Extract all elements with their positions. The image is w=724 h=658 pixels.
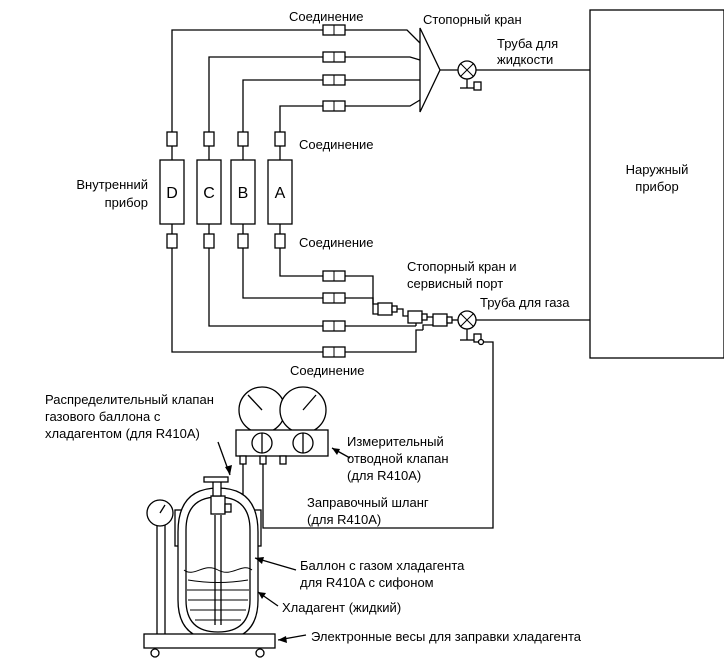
indoor-unit-label-line2: прибор bbox=[105, 195, 148, 210]
manifold-gauge bbox=[235, 386, 329, 465]
label-liquid-pipe-line1: Труба для bbox=[497, 36, 558, 51]
label-cylinder-line1: Баллон с газом хладагента bbox=[300, 558, 465, 573]
indoor-unit-letter-b: B bbox=[238, 185, 249, 202]
leader-arrows bbox=[217, 441, 351, 643]
label-connection-top: Соединение bbox=[289, 9, 364, 24]
indoor-unit-letter-c: C bbox=[203, 185, 215, 202]
indoor-unit-letter-d: D bbox=[166, 185, 178, 202]
charging-hose-gas bbox=[262, 341, 494, 529]
liquid-pipes bbox=[166, 24, 590, 160]
label-gas-pipe: Труба для газа bbox=[480, 295, 570, 310]
label-hose-line1: Заправочный шланг bbox=[307, 495, 429, 510]
label-stop-valve: Стопорный кран bbox=[423, 12, 522, 27]
label-distribution-valve-line1: Распределительный клапан bbox=[45, 392, 214, 407]
outdoor-unit-label-line2: прибор bbox=[635, 179, 678, 194]
gas-pipes bbox=[166, 224, 590, 358]
label-connection-lower: Соединение bbox=[299, 235, 374, 250]
outdoor-unit-label-line1: Наружный bbox=[626, 162, 689, 177]
indoor-unit-label-line1: Внутренний bbox=[76, 177, 148, 192]
electronic-scales bbox=[143, 499, 276, 658]
label-manifold-line2: отводной клапан bbox=[347, 451, 449, 466]
refrigerant-cylinder bbox=[174, 476, 262, 641]
label-distribution-valve-line2: газового баллона с bbox=[45, 409, 161, 424]
outdoor-unit: Наружный прибор bbox=[589, 9, 724, 359]
label-stop-valve-service-line1: Стопорный кран и bbox=[407, 259, 517, 274]
label-cylinder-line2: для R410A с сифоном bbox=[300, 575, 434, 590]
label-manifold-line1: Измерительный bbox=[347, 434, 444, 449]
label-distribution-valve-line3: хладагентом (для R410A) bbox=[45, 426, 200, 441]
label-scales: Электронные весы для заправки хладагента bbox=[311, 629, 582, 644]
indoor-unit-letter-a: A bbox=[275, 185, 286, 202]
label-manifold-line3: (для R410A) bbox=[347, 468, 421, 483]
label-stop-valve-service-line2: сервисный порт bbox=[407, 276, 503, 291]
label-connection-bottom: Соединение bbox=[290, 363, 365, 378]
label-refrigerant-liquid: Хладагент (жидкий) bbox=[282, 600, 401, 615]
label-liquid-pipe-line2: жидкости bbox=[497, 52, 553, 67]
label-connection-mid: Соединение bbox=[299, 137, 374, 152]
label-hose-line2: (для R410A) bbox=[307, 512, 381, 527]
indoor-units: D C B A Внутренний прибор bbox=[76, 159, 293, 225]
indoor-unit-d bbox=[159, 159, 185, 225]
